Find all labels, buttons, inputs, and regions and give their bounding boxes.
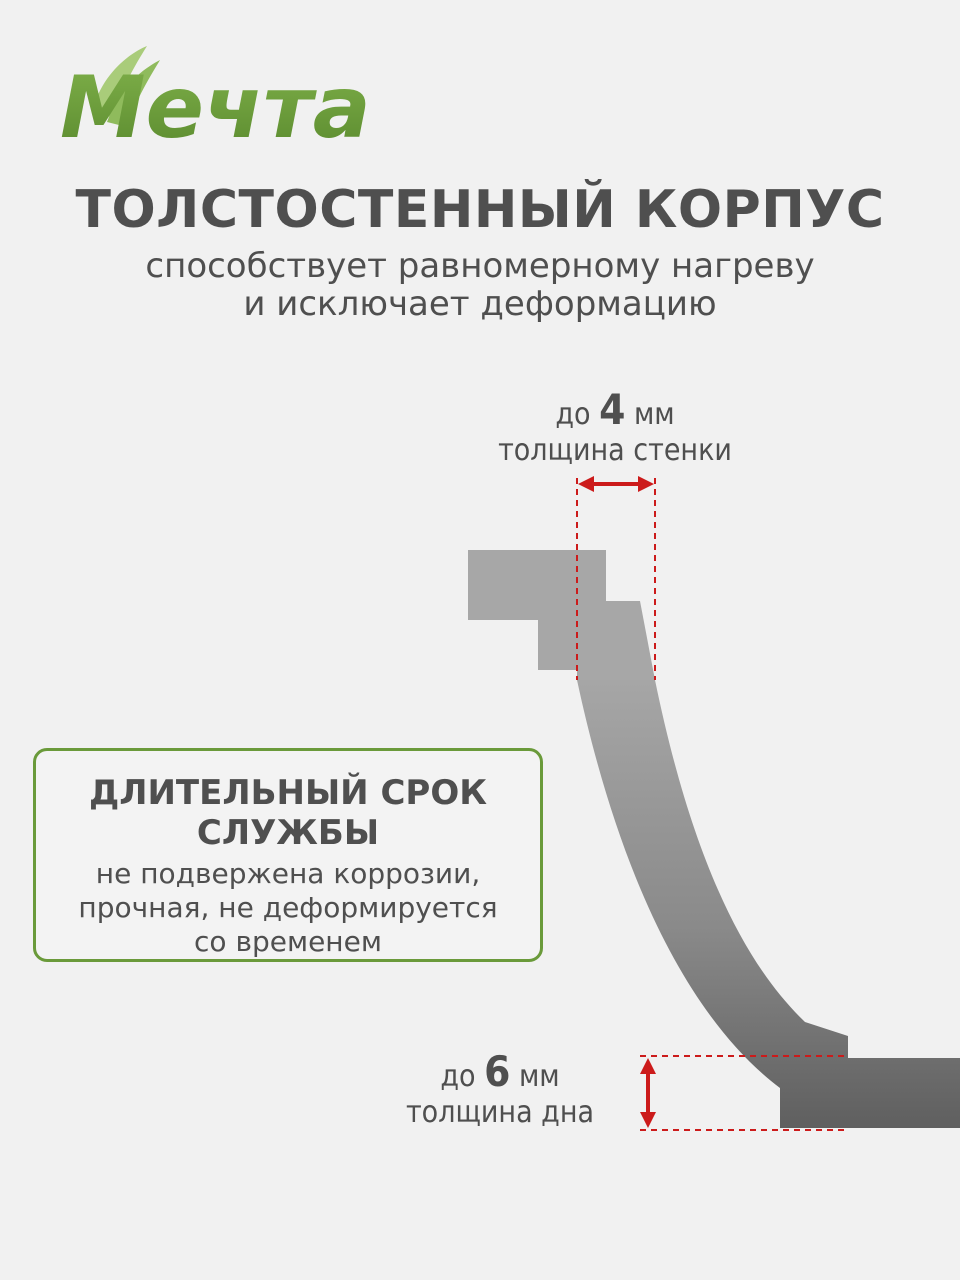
arrow-left-icon: [578, 476, 594, 492]
arrow-right-icon: [638, 476, 654, 492]
arrow-up-icon: [640, 1058, 656, 1074]
bottom-thickness-dimension: [640, 1055, 848, 1131]
wall-thickness-label: до 4 мм толщина стенки: [470, 389, 760, 469]
bottom-caption: толщина дна: [405, 1095, 595, 1130]
arrow-down-icon: [640, 1112, 656, 1128]
rim-profile: [468, 550, 655, 680]
wall-caption: толщина стенки: [498, 433, 732, 468]
feature-title-line-2: СЛУЖБЫ: [196, 813, 380, 853]
feature-title: ДЛИТЕЛЬНЫЙ СРОК СЛУЖБЫ: [36, 773, 540, 853]
bottom-thickness-label: до 6 мм толщина дна: [380, 1051, 620, 1131]
wall-unit: мм: [633, 397, 675, 432]
wall-prefix: до: [555, 397, 591, 432]
headline: ТОЛСТОСТЕННЫЙ КОРПУС: [75, 180, 885, 240]
bottom-unit: мм: [518, 1059, 560, 1094]
bottom-value: 6: [484, 1047, 511, 1096]
feature-text-line-1: не подвержена коррозии,: [95, 857, 481, 890]
durability-feature-box: ДЛИТЕЛЬНЫЙ СРОК СЛУЖБЫ не подвержена кор…: [33, 748, 543, 962]
subheadline-line-2: и исключает деформацию: [243, 284, 717, 324]
logo-text: Мечта: [60, 58, 371, 152]
feature-text-line-3: со временем: [194, 925, 382, 958]
wall-and-bottom-profile: [577, 680, 960, 1128]
subheadline-line-1: способствует равномерному нагреву: [145, 246, 815, 286]
feature-text-line-2: прочная, не деформируется: [78, 891, 498, 924]
wall-thickness-dimension: [576, 476, 656, 680]
feature-title-line-1: ДЛИТЕЛЬНЫЙ СРОК: [88, 773, 488, 813]
brand-logo: Мечта: [52, 42, 432, 158]
wall-value: 4: [599, 385, 626, 434]
bottom-prefix: до: [440, 1059, 476, 1094]
feature-description: не подвержена коррозии, прочная, не дефо…: [36, 857, 540, 959]
